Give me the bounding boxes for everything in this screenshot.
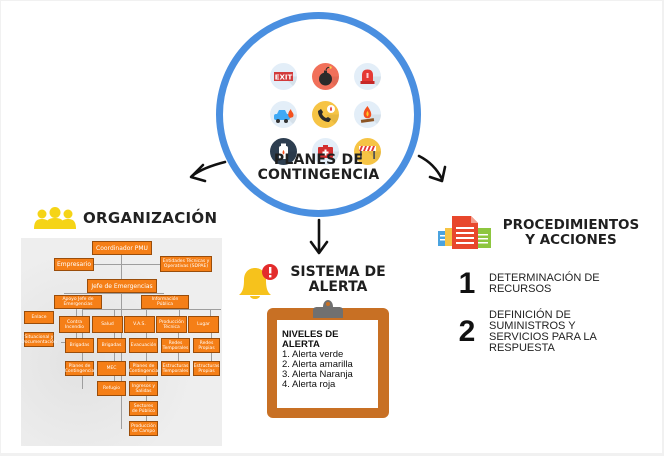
org-node-brigadas-salud: Brigadas	[97, 338, 126, 353]
alert-title-line2: ALERTA	[308, 279, 368, 295]
alert-level-item: 1. Alerta verde	[282, 349, 344, 360]
step-text-line: RESPUESTA	[489, 342, 555, 354]
emergency-call-icon	[312, 101, 339, 128]
org-line	[82, 309, 83, 317]
step-number: 1	[458, 267, 476, 300]
procedimientos-title-line1: PROCEDIMIENTOS	[502, 217, 640, 233]
bomb-icon	[312, 63, 339, 90]
org-node-evacuacion: Evacuación	[129, 338, 158, 353]
people-group-icon	[34, 207, 76, 229]
step-text-line: DETERMINACIÓN DE	[489, 272, 600, 284]
org-line	[210, 309, 211, 317]
hub-title: PLANES DE CONTINGENCIA	[223, 153, 414, 183]
org-line	[64, 264, 164, 265]
alert-title: SISTEMA DE ALERTA	[283, 265, 393, 295]
org-line	[179, 309, 180, 317]
step-number: 2	[458, 315, 476, 348]
org-node-estructuras-propias: Estructuras Propias	[193, 361, 220, 376]
org-node-estructuras-temporales: Estructuras Temporales	[161, 361, 190, 376]
org-node-sectores: Sectores de Público	[129, 401, 158, 416]
org-node-salud: Salud	[92, 316, 123, 333]
org-node-vas: V.A.S.	[124, 316, 155, 333]
step-text-line: SUMINISTROS Y	[489, 320, 576, 332]
exit-sign-icon: EXIT	[270, 63, 297, 90]
org-node-redes-propias: Redes Propias	[193, 338, 220, 353]
org-node-apoyo: Apoyo Jefe de Emergencias	[54, 295, 102, 309]
org-node-enlace: Enlace	[24, 311, 54, 324]
org-node-ingresos: Ingresos y Salidas	[129, 381, 158, 396]
org-node-empresario: Empresario	[54, 258, 94, 271]
alert-level-item: 3. Alerta Naranja	[282, 369, 353, 380]
alert-level-item: 2. Alerta amarilla	[282, 359, 353, 370]
org-node-lugar: Lugar	[188, 316, 219, 333]
arrow-head-alerta	[309, 240, 329, 255]
org-node-refugio: Refugio	[97, 381, 126, 396]
step-text-line: SERVICIOS PARA LA	[489, 331, 597, 343]
org-line	[114, 309, 115, 317]
org-line	[146, 309, 147, 317]
hub-title-line1: PLANES DE	[273, 152, 364, 168]
org-node-planes-vas: Planes de Contingencia	[129, 361, 158, 376]
org-node-redes-temporales: Redes Temporales	[161, 338, 190, 353]
arrow-to-organizacion	[190, 160, 227, 178]
arrow-to-procedimientos	[417, 154, 444, 181]
org-node-produccion-campo: Producción de Campo	[129, 421, 158, 436]
barrier-icon	[354, 138, 381, 165]
org-node-entidades: Entidades Técnicas y Operativas (SDPAE)	[160, 256, 212, 272]
org-node-coordinador: Coordinador PMU	[92, 241, 152, 255]
org-node-jefe: Jefe de Emergencias	[87, 279, 157, 293]
alert-levels-clipboard: NIVELES DE ALERTA 1. Alerta verde 2. Ale…	[267, 300, 389, 418]
siren-icon	[354, 63, 381, 90]
org-node-mec: MEC	[97, 361, 126, 376]
org-node-informacion: Información Pública	[141, 295, 189, 309]
alert-title-line1: SISTEMA DE	[290, 264, 386, 280]
step-text-line: DEFINICIÓN DE	[489, 309, 571, 321]
org-node-brigadas-ci: Brigadas	[65, 338, 94, 353]
svg-text:EXIT: EXIT	[275, 74, 293, 82]
org-chart: Coordinador PMU Empresario Entidades Téc…	[21, 238, 222, 446]
procedure-step-1: 1 DETERMINACIÓN DE RECURSOS	[455, 267, 600, 301]
hub-title-line2: CONTINGENCIA	[257, 167, 380, 183]
gas-tank-icon	[270, 138, 297, 165]
arrow-head-procedimientos	[428, 165, 447, 183]
car-fire-icon	[270, 101, 297, 128]
org-node-planes-ci: Planes de Contingencia	[65, 361, 94, 376]
planes-de-contingencia-hub: EXIT PLANES DE CONTINGENCIA	[216, 12, 421, 217]
org-node-situacional: Situacional y Documentación	[21, 332, 57, 347]
alert-levels-heading-line2: ALERTA	[282, 339, 320, 350]
campfire-icon	[354, 101, 381, 128]
step-text-line: RECURSOS	[489, 283, 552, 295]
clipboard-clip-icon	[313, 300, 343, 318]
clipboard-paper: NIVELES DE ALERTA 1. Alerta verde 2. Ale…	[277, 320, 378, 408]
arrow-head-organizacion	[189, 163, 207, 183]
step-text: DETERMINACIÓN DE RECURSOS	[489, 273, 600, 295]
alert-levels-list: NIVELES DE ALERTA 1. Alerta verde 2. Ale…	[282, 330, 353, 390]
org-line	[82, 309, 221, 310]
alert-bell-icon	[239, 264, 278, 299]
organizacion-header: ORGANIZACIÓN	[33, 207, 217, 229]
procedimientos-title-line2: Y ACCIONES	[525, 232, 617, 248]
step-text: DEFINICIÓN DE SUMINISTROS Y SERVICIOS PA…	[489, 310, 597, 354]
documents-icon	[438, 216, 491, 249]
procedure-step-2: 2 DEFINICIÓN DE SUMINISTROS Y SERVICIOS …	[455, 310, 597, 354]
alert-levels-heading-line1: NIVELES DE	[282, 329, 339, 340]
org-line	[64, 293, 164, 294]
organizacion-title: ORGANIZACIÓN	[83, 209, 218, 227]
org-node-contra-incendio: Contra Incendio	[59, 316, 90, 333]
alert-level-item: 4. Alerta roja	[282, 379, 336, 390]
org-node-produccion-tecnica: Producción Técnica	[156, 316, 187, 333]
procedimientos-title: PROCEDIMIENTOS Y ACCIONES	[497, 218, 645, 248]
